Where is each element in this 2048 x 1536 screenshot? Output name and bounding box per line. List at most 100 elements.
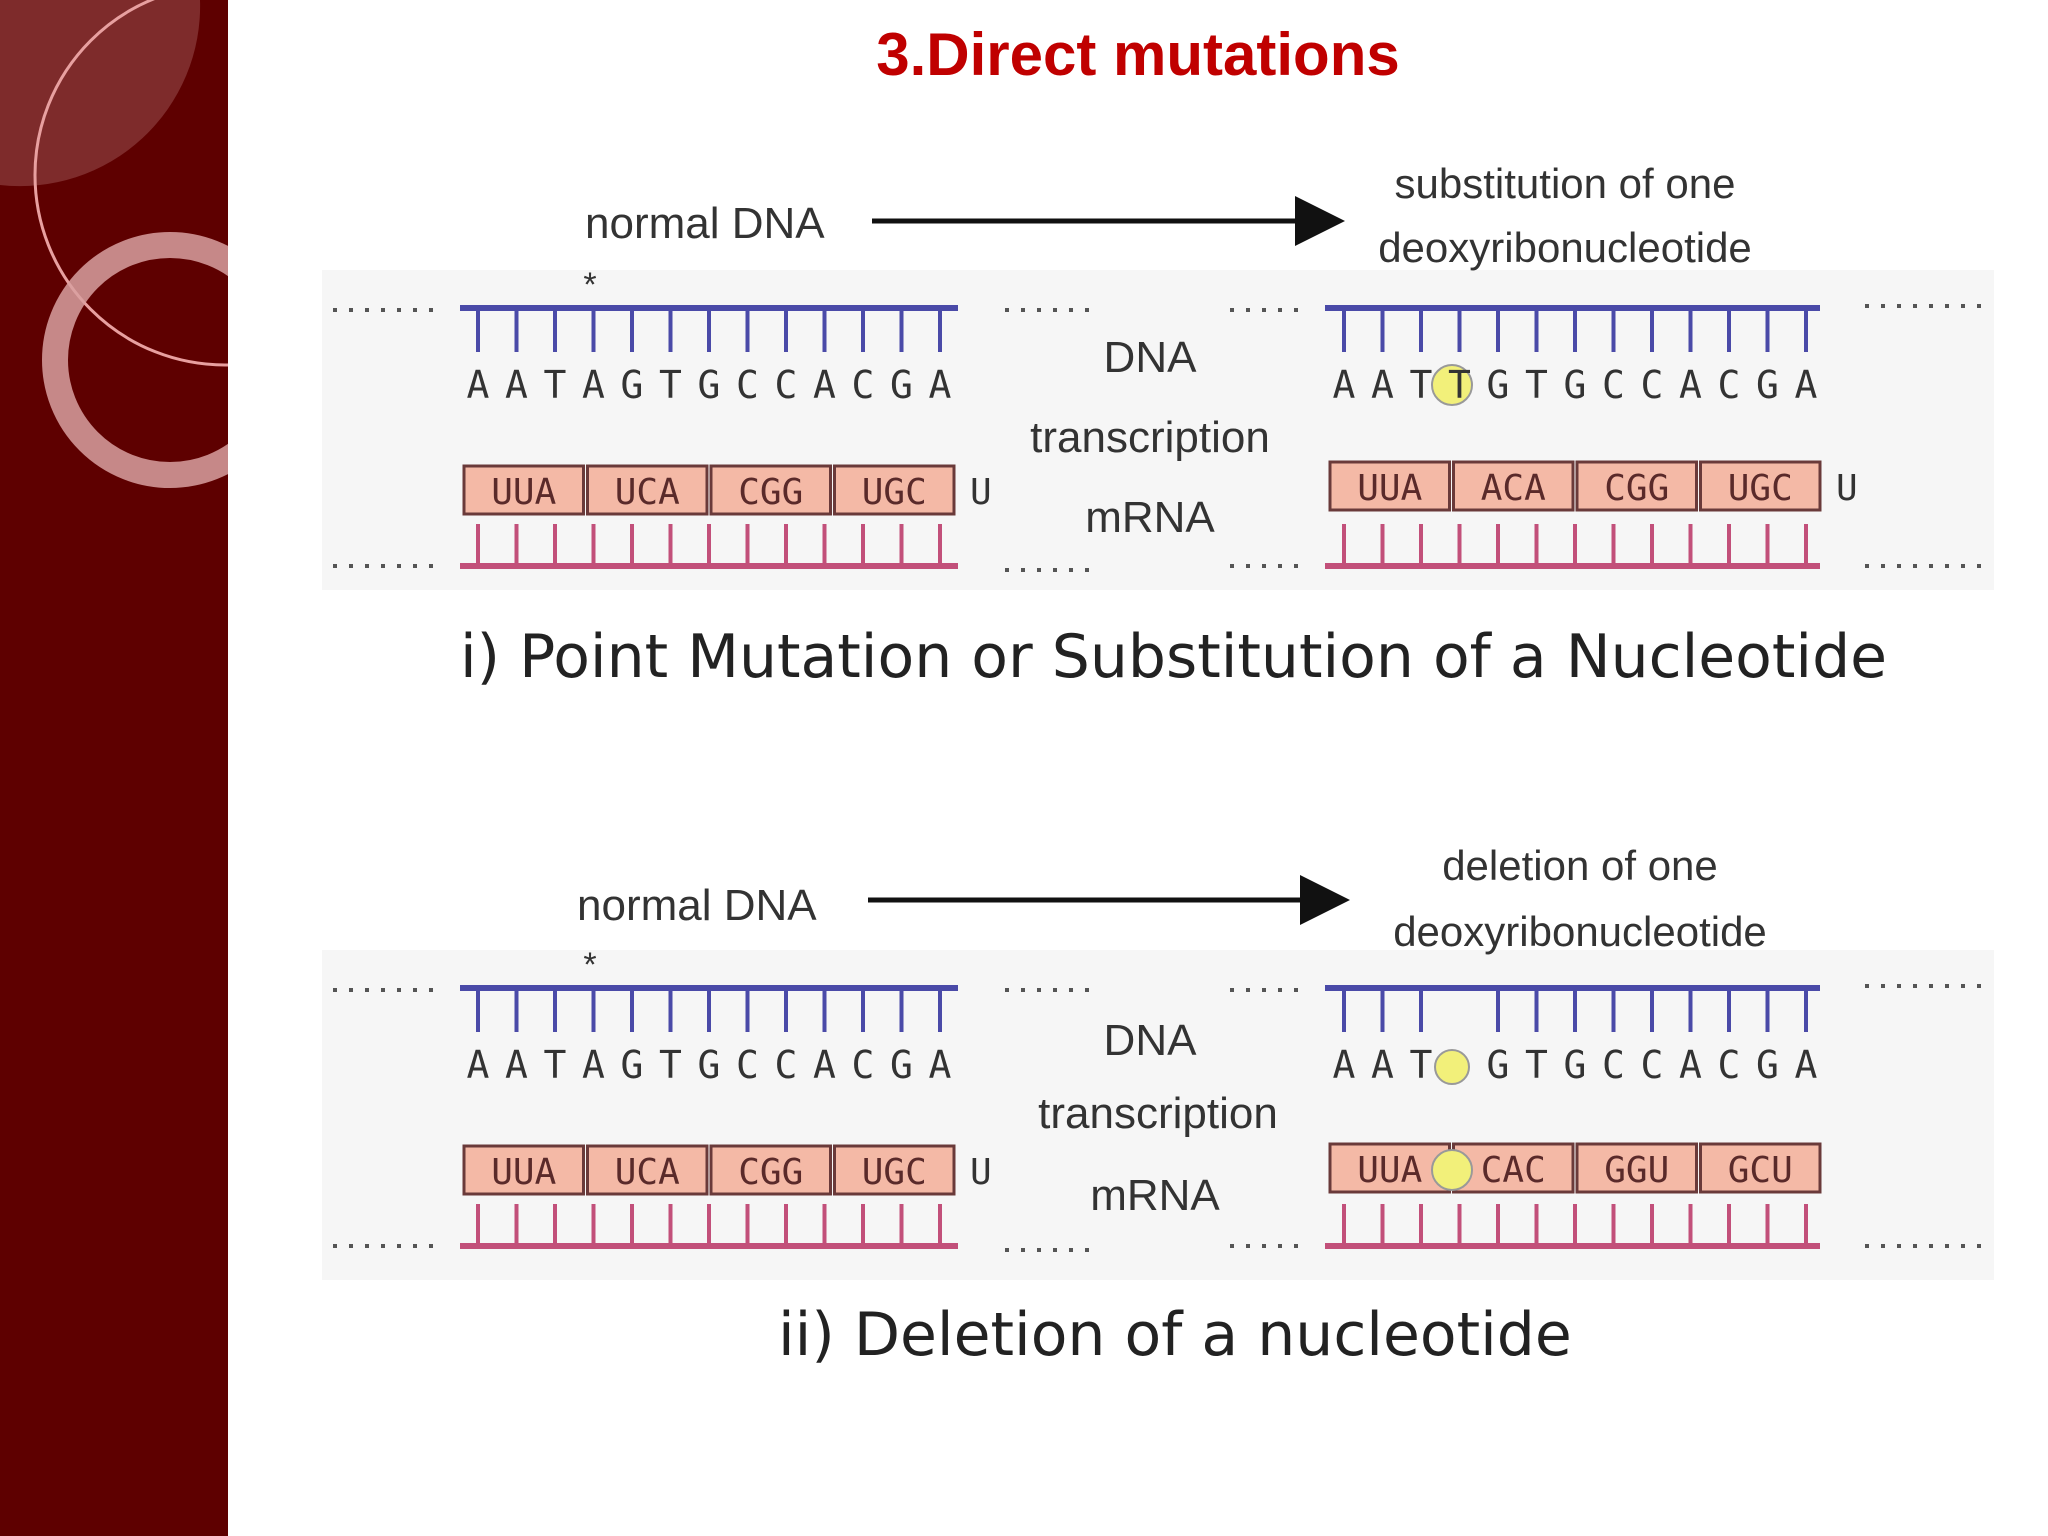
mutation-label-line2: deoxyribonucleotide [1378, 224, 1752, 271]
codon-box [709, 464, 832, 516]
dna-base-letter: A [1371, 363, 1394, 407]
dna-base-letter: C [1641, 1043, 1664, 1087]
dna-base-letter: G [1564, 1043, 1587, 1087]
dna-base-letter: G [1487, 1043, 1510, 1087]
dna-base-letter: T [1525, 363, 1548, 407]
codon-box [586, 464, 709, 516]
codon-box [709, 1144, 832, 1196]
dna-base-letter: A [505, 363, 528, 407]
process-label-mrna: mRNA [1090, 1171, 1220, 1220]
decorative-sidebar [0, 0, 228, 1536]
dna-base-letter: A [1371, 1043, 1394, 1087]
codon-label: UUA [1357, 468, 1422, 509]
codon-box [462, 1144, 585, 1196]
process-label-dna: DNA [1104, 333, 1198, 382]
panel-deletion: normal DNA deletion of one deoxyribonucl… [322, 842, 1994, 1280]
codon-box [1699, 460, 1822, 512]
dna-base-letter: A [929, 363, 952, 407]
dna-base-letter: C [736, 363, 759, 407]
dna-base-letter: T [659, 1043, 682, 1087]
codon-box [1452, 460, 1575, 512]
codon-box [462, 464, 585, 516]
dna-base-letter: C [1602, 1043, 1625, 1087]
dna-base-letter: T [1448, 363, 1471, 407]
dna-base-letter: T [544, 363, 567, 407]
dna-base-letter: C [775, 363, 798, 407]
codon-label: GCU [1728, 1150, 1793, 1191]
dna-base-letter: G [1756, 363, 1779, 407]
dna-base-letter: G [1487, 363, 1510, 407]
dna-base-letter: T [1410, 363, 1433, 407]
codon-tail-base: U [1836, 468, 1858, 509]
panel1-background [322, 270, 1994, 590]
codon-label: UCA [615, 1152, 680, 1193]
normal-dna-label: normal DNA [585, 199, 825, 248]
codon-box [1699, 1142, 1822, 1194]
dna-base-letter: A [1795, 363, 1818, 407]
substituted-base-marker [1431, 364, 1473, 406]
dna-base-letter: C [1718, 363, 1741, 407]
dna-base-letter: A [1679, 1043, 1702, 1087]
dna-base-letter: C [775, 1043, 798, 1087]
panel-point-mutation: normal DNA substitution of one deoxyribo… [322, 160, 1994, 590]
codon-tail-base: U [970, 472, 992, 513]
dna-base-letter: A [929, 1043, 952, 1087]
dna-base-letter: C [1641, 363, 1664, 407]
sidebar-circles-decoration [0, 0, 228, 488]
codon-label: UGC [862, 472, 927, 513]
dna-base-letter: A [582, 363, 605, 407]
caption-deletion: ii) Deletion of a nucleotide [778, 1300, 1572, 1370]
codon-box [586, 1144, 709, 1196]
dna-base-letter: G [890, 363, 913, 407]
mutant-mrna-strand: UUA CAC GGU GCU [1325, 1142, 1822, 1249]
dna-base-letter: A [813, 363, 836, 407]
dna-base-letter: T [544, 1043, 567, 1087]
codon-tail-base: U [970, 1152, 992, 1193]
dna-base-letter: C [1602, 363, 1625, 407]
codon-label: UCA [615, 472, 680, 513]
dna-base-letter: A [1333, 363, 1356, 407]
codon-label: CGG [738, 1152, 803, 1193]
dna-base-letter: G [1756, 1043, 1779, 1087]
dna-base-letter: G [698, 1043, 721, 1087]
codon-label: CAC [1481, 1150, 1546, 1191]
dna-base-letter: A [1333, 1043, 1356, 1087]
codon-label: UGC [862, 1152, 927, 1193]
process-label-mrna: mRNA [1085, 493, 1215, 542]
codon-label: GGU [1604, 1150, 1669, 1191]
dna-base-letter: T [659, 363, 682, 407]
deleted-base-marker [1434, 1049, 1470, 1085]
process-label-dna: DNA [1104, 1016, 1198, 1065]
dna-base-letter: T [1525, 1043, 1548, 1087]
dna-base-letter: G [621, 1043, 644, 1087]
dna-base-letter: G [698, 363, 721, 407]
dna-base-letter: C [852, 1043, 875, 1087]
mutation-label-line1: deletion of one [1442, 842, 1718, 889]
dna-base-letter: G [890, 1043, 913, 1087]
codon-box [1328, 460, 1451, 512]
codon-box [1328, 1142, 1451, 1194]
codon-label: UUA [491, 1152, 556, 1193]
dna-base-letter: G [1564, 363, 1587, 407]
slide-title: 3.Direct mutations [876, 21, 1400, 88]
codon-box [833, 464, 956, 516]
dna-base-letter: T [1410, 1043, 1433, 1087]
codon-label: UUA [1357, 1150, 1422, 1191]
dna-base-letter: C [736, 1043, 759, 1087]
codon-label: UGC [1728, 468, 1793, 509]
mutation-label-line1: substitution of one [1395, 160, 1736, 207]
codon-box [1575, 1142, 1698, 1194]
process-label-transcription: transcription [1030, 413, 1270, 462]
dna-base-letter: A [467, 1043, 490, 1087]
codon-label: ACA [1481, 468, 1546, 509]
normal-mrna-strand: UUA UCA CGG UGC U [460, 1144, 992, 1249]
codon-label: CGG [738, 472, 803, 513]
caption-point-mutation: i) Point Mutation or Substitution of a N… [460, 622, 1888, 692]
normal-dna-label: normal DNA [577, 881, 817, 930]
codon-box [1575, 460, 1698, 512]
